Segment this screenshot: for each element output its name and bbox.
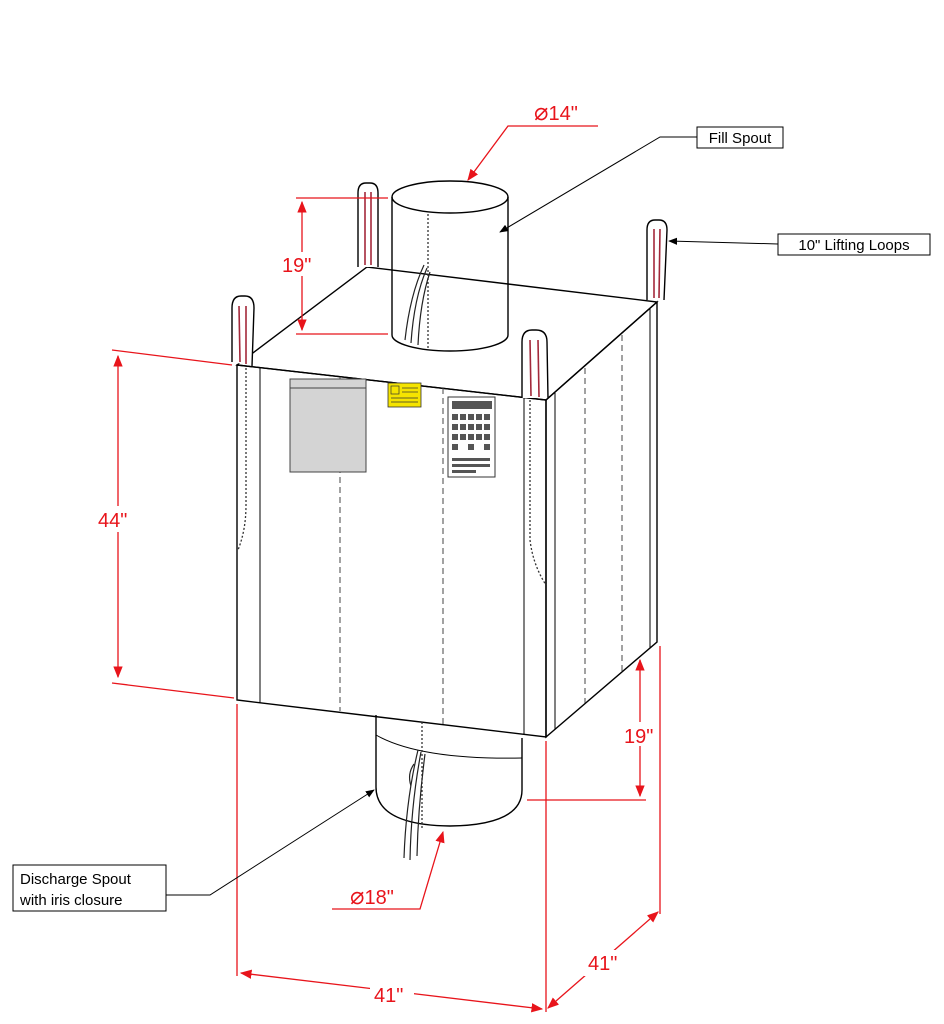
lifting-loop-back-left — [357, 182, 379, 267]
svg-text:19": 19" — [624, 726, 653, 748]
callout-fill-spout: Fill Spout — [499, 126, 784, 233]
svg-text:41": 41" — [588, 953, 617, 975]
svg-text:19": 19" — [282, 255, 311, 277]
callout-discharge-spout: Discharge Spout with iris closure — [12, 789, 375, 912]
dimension-body-height: 44" — [94, 349, 235, 699]
svg-text:with iris closure: with iris closure — [19, 892, 123, 909]
lifting-loop-front-right — [521, 329, 549, 399]
svg-text:⌀18": ⌀18" — [350, 883, 394, 910]
callout-lifting-loops: 10" Lifting Loops — [668, 233, 931, 256]
svg-text:44": 44" — [98, 510, 127, 532]
instruction-label — [447, 396, 496, 478]
bag-body — [235, 266, 659, 739]
lifting-loop-front-left — [231, 295, 255, 367]
dimension-fill-spout-height: 19" — [280, 197, 388, 335]
svg-text:Fill Spout: Fill Spout — [709, 130, 772, 147]
document-pouch — [289, 378, 367, 473]
svg-text:Discharge Spout: Discharge Spout — [20, 871, 132, 888]
fill-spout — [391, 180, 509, 352]
dimension-width-side: 41" — [547, 646, 661, 1009]
lifting-loop-back-right — [646, 219, 668, 301]
dimension-width-front: 41" — [236, 704, 547, 1013]
svg-text:10" Lifting Loops: 10" Lifting Loops — [798, 237, 909, 254]
warning-label-yellow — [387, 382, 422, 408]
dimension-fill-spout-diameter: ⌀14" — [467, 99, 598, 181]
svg-text:⌀14": ⌀14" — [534, 99, 578, 126]
svg-text:41": 41" — [374, 985, 403, 1007]
dimension-discharge-spout-diameter: ⌀18" — [332, 830, 445, 910]
dimension-discharge-spout-height: 19" — [527, 658, 664, 801]
discharge-spout — [375, 715, 523, 861]
